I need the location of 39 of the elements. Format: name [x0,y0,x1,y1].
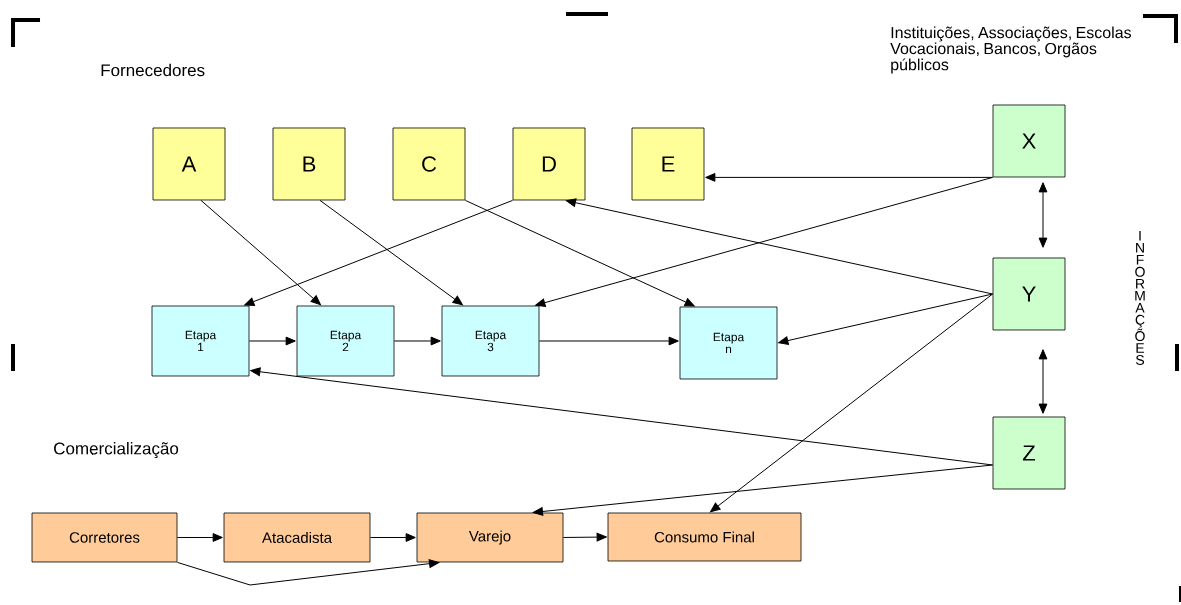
arrow [319,199,463,306]
arrow [200,199,321,306]
arrow [778,293,994,345]
arrow [710,293,994,513]
arrow [248,336,296,346]
institution-box: Z [992,416,1066,490]
channel-box: Consumo Final [607,512,802,562]
arrow [562,532,607,542]
supplier-box: E [631,127,705,201]
stage-box: Etapa n [679,306,778,380]
arrow [369,533,416,542]
arrow [1038,349,1048,414]
section-heading: Fornecedores [101,63,205,77]
stage-box: Etapa 3 [441,305,540,377]
arrow [393,336,441,346]
arrow [565,198,994,295]
institution-box: Y [992,257,1066,331]
arrow [244,199,514,306]
arrow [176,533,223,542]
arrow [464,199,695,307]
channel-box: Corretores [31,512,178,563]
supplier-box: A [152,127,226,201]
arrow [250,367,994,466]
supplier-box: B [272,127,346,201]
arrow [532,464,994,516]
stage-box: Etapa 1 [151,305,250,377]
arrow [538,336,679,346]
arrow [535,176,994,307]
channel-box: Varejo [416,512,564,563]
supplier-box: C [392,127,466,201]
channel-box: Atacadista [223,512,371,563]
stage-box: Etapa 2 [296,305,395,377]
arrow [1038,182,1048,248]
section-heading: Comercialização [54,442,179,458]
supplier-box: D [512,127,586,201]
group-heading: Instituições, Associações, Escolas Vocacionais, Bancos, Orgãos públicos [890,26,1131,74]
vertical-label: INFORMAÇÕES [1135,231,1145,365]
institution-box: X [992,104,1066,178]
arrow [176,559,440,586]
